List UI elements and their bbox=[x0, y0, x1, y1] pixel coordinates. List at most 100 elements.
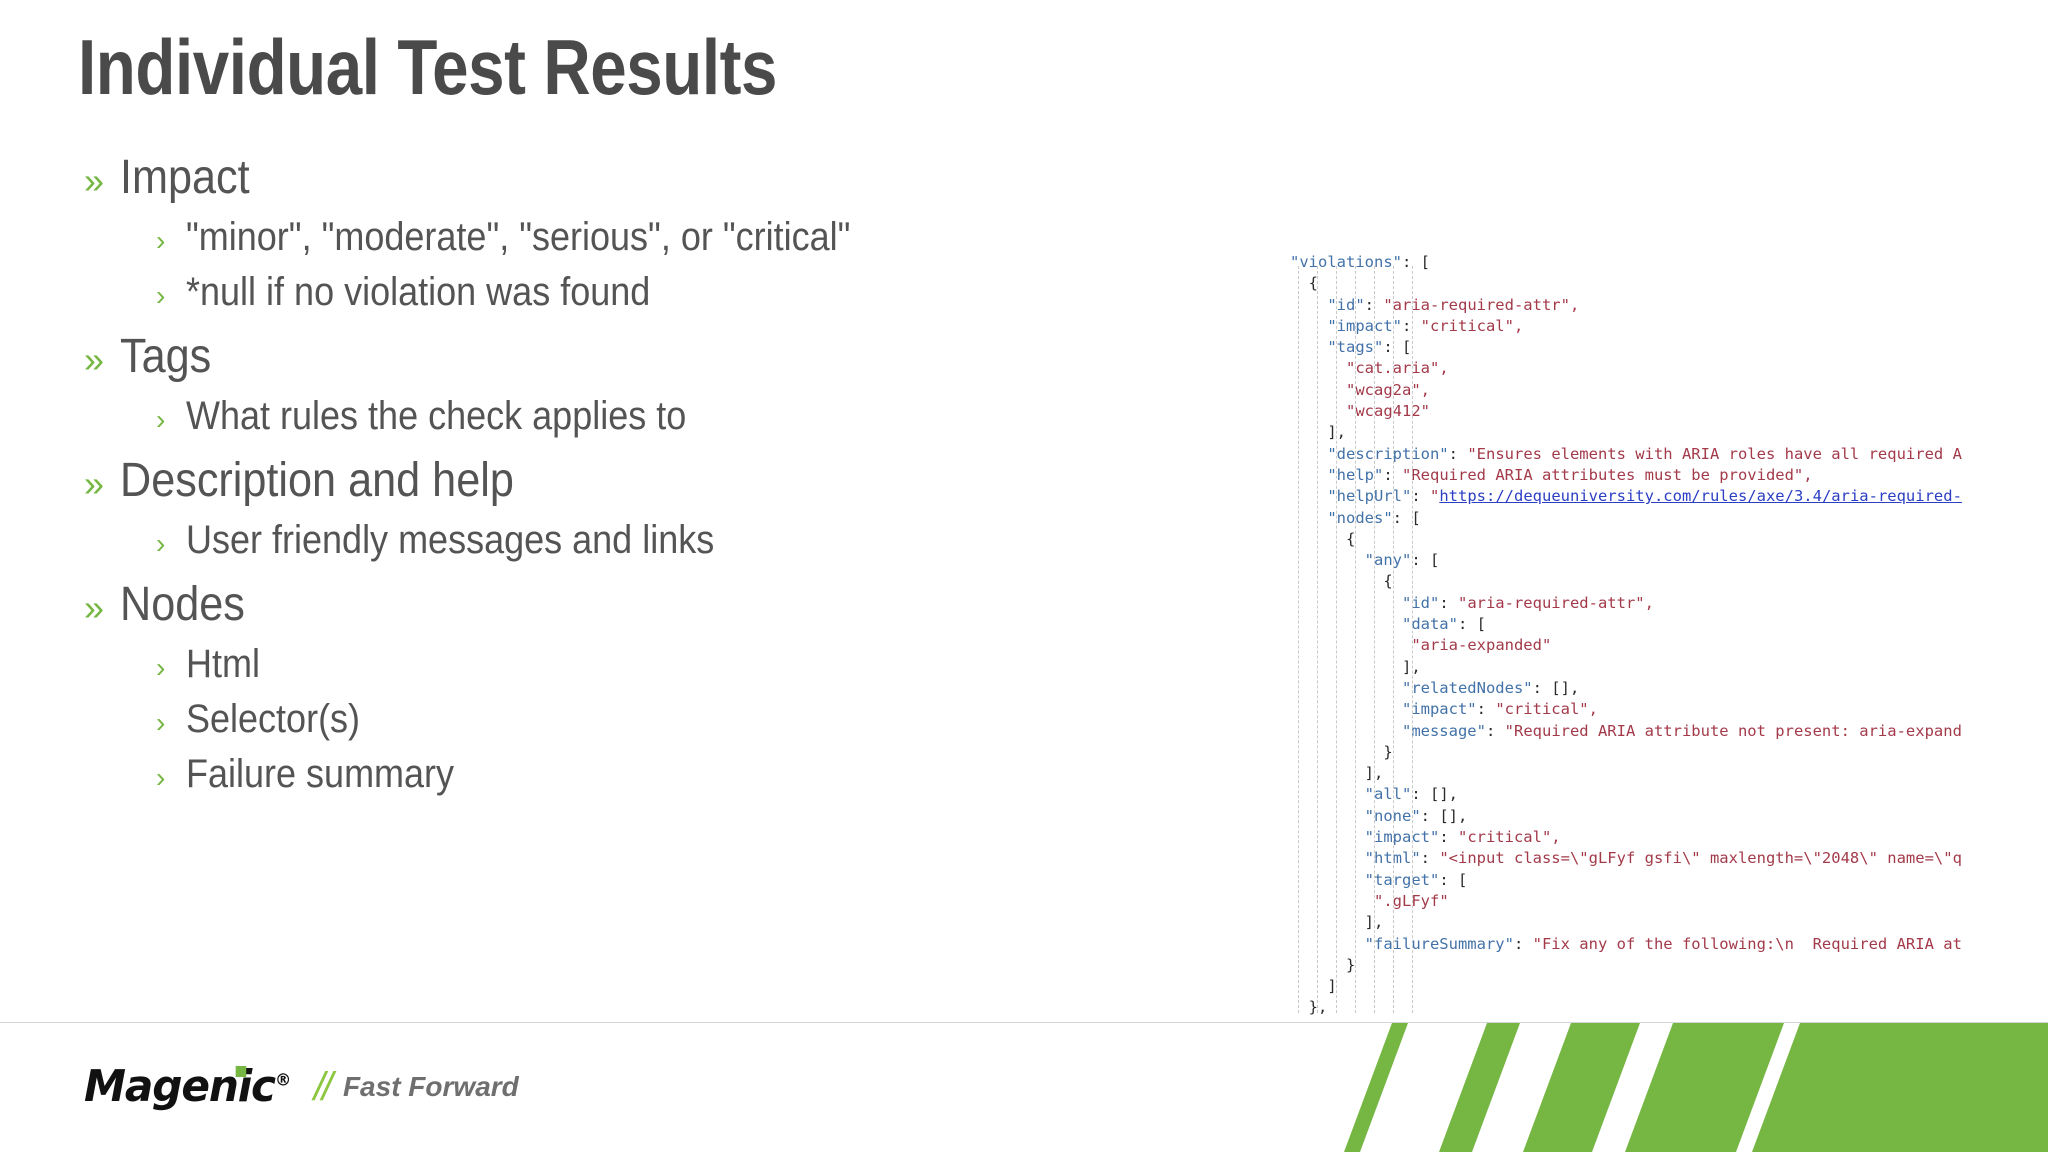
logo-green-dot-icon bbox=[235, 1066, 247, 1077]
json-string-value: "critical", bbox=[1457, 828, 1561, 847]
code-line: "impact": "critical", bbox=[1290, 316, 2048, 337]
single-chevron-bullet-icon: › bbox=[156, 707, 166, 738]
code-line: "any": [ bbox=[1290, 550, 2048, 571]
logo-tagline: Fast Forward bbox=[342, 1071, 519, 1102]
code-line: "nodes": [ bbox=[1290, 508, 2048, 529]
json-key: "impact" bbox=[1401, 700, 1477, 719]
json-punctuation: : bbox=[1476, 700, 1496, 719]
indent-guide-line bbox=[1355, 266, 1356, 1013]
bullet-item-level-1: »Description and help bbox=[84, 453, 944, 508]
code-line: "relatedNodes": [], bbox=[1290, 678, 2048, 699]
single-chevron-bullet-icon: › bbox=[156, 762, 166, 793]
json-key: "impact" bbox=[1364, 828, 1440, 847]
json-string-value: "Ensures elements with ARIA roles have a… bbox=[1467, 444, 1962, 463]
code-line: } bbox=[1290, 955, 2048, 976]
code-line: "all": [], bbox=[1290, 784, 2048, 805]
single-chevron-bullet-icon: › bbox=[156, 280, 166, 311]
registered-trademark-icon: ® bbox=[274, 1070, 291, 1091]
code-line: "id": "aria-required-attr", bbox=[1290, 295, 2048, 316]
logo-separator-icon: // bbox=[313, 1065, 333, 1109]
bullet-item-level-1: »Nodes bbox=[84, 577, 944, 632]
json-key: "violations" bbox=[1290, 253, 1402, 271]
green-stripes-graphic bbox=[1344, 1023, 2048, 1152]
json-punctuation bbox=[1290, 679, 1402, 697]
code-line: "description": "Ensures elements with AR… bbox=[1290, 444, 2048, 465]
code-line: "failureSummary": "Fix any of the follow… bbox=[1290, 934, 2048, 955]
json-string-value: "critical", bbox=[1420, 316, 1524, 335]
code-line: "wcag2a", bbox=[1290, 380, 2048, 401]
magenic-logo: Magenic® // Fast Forward bbox=[84, 1060, 519, 1114]
json-string-value: " bbox=[1430, 487, 1440, 506]
code-line: ], bbox=[1290, 422, 2048, 443]
json-punctuation bbox=[1290, 296, 1327, 314]
bullet-item-level-2: ›Selector(s) bbox=[156, 697, 944, 742]
json-punctuation: : bbox=[1513, 934, 1533, 953]
json-punctuation: : bbox=[1383, 465, 1402, 484]
footer-divider bbox=[0, 1022, 2048, 1023]
json-punctuation: : bbox=[1364, 295, 1384, 314]
code-line: } bbox=[1290, 742, 2048, 763]
bullet-item-level-2: ›Html bbox=[156, 642, 944, 687]
json-string-value: "wcag2a", bbox=[1346, 380, 1430, 399]
indent-guide-line bbox=[1336, 266, 1337, 1013]
bullet-item-level-2: › *null if no violation was found bbox=[156, 270, 944, 315]
slide-footer: 10 bbox=[0, 1023, 2048, 1152]
single-chevron-bullet-icon: › bbox=[156, 528, 166, 559]
code-line: "tags": [ bbox=[1290, 337, 2048, 358]
json-key: "message" bbox=[1401, 721, 1486, 740]
json-punctuation: ], bbox=[1290, 913, 1384, 932]
json-punctuation bbox=[1290, 317, 1327, 335]
code-line: "target": [ bbox=[1290, 870, 2048, 891]
single-chevron-bullet-icon: › bbox=[156, 652, 166, 683]
json-key: "none" bbox=[1364, 806, 1421, 825]
code-line: ".gLFyf" bbox=[1290, 891, 2048, 912]
code-line: "impact": "critical", bbox=[1290, 827, 2048, 848]
bullet-item-level-2: ›What rules the check applies to bbox=[156, 394, 944, 439]
json-punctuation bbox=[1290, 849, 1365, 867]
indent-guide-line bbox=[1393, 266, 1394, 1013]
json-punctuation: : bbox=[1411, 487, 1430, 506]
json-punctuation: : [ bbox=[1439, 870, 1468, 889]
bullet-text: Description and help bbox=[120, 454, 514, 507]
json-punctuation bbox=[1290, 594, 1402, 612]
code-line: "data": [ bbox=[1290, 614, 2048, 635]
bullet-item-level-2: ›User friendly messages and links bbox=[156, 518, 944, 563]
json-key: "all" bbox=[1364, 785, 1412, 804]
json-punctuation: : bbox=[1485, 721, 1505, 740]
bullet-text: *null if no violation was found bbox=[186, 270, 651, 314]
json-punctuation: : bbox=[1401, 316, 1421, 335]
json-string-value: "aria-expanded" bbox=[1411, 636, 1552, 655]
single-chevron-bullet-icon: › bbox=[156, 225, 166, 256]
json-key: "helpUrl" bbox=[1327, 487, 1412, 506]
json-punctuation: : bbox=[1448, 444, 1468, 463]
code-line: "cat.aria", bbox=[1290, 358, 2048, 379]
json-punctuation: ], bbox=[1290, 657, 1421, 676]
json-punctuation bbox=[1290, 722, 1402, 740]
single-chevron-bullet-icon: › bbox=[156, 404, 166, 435]
json-key: "any" bbox=[1364, 551, 1412, 570]
json-punctuation bbox=[1290, 466, 1327, 484]
code-line: ] bbox=[1290, 976, 2048, 997]
code-line: ], bbox=[1290, 912, 2048, 933]
json-punctuation bbox=[1290, 551, 1365, 569]
json-key: "target" bbox=[1364, 870, 1440, 889]
json-punctuation bbox=[1290, 871, 1365, 889]
json-string-value: "Required ARIA attribute not present: ar… bbox=[1504, 721, 1962, 740]
json-punctuation bbox=[1290, 338, 1327, 356]
bullet-item-level-1: » Tags bbox=[84, 329, 944, 384]
json-punctuation bbox=[1290, 935, 1365, 953]
double-chevron-bullet-icon: » bbox=[84, 339, 105, 380]
bullet-text: Tags bbox=[120, 330, 212, 383]
bullet-item-level-1: »Impact bbox=[84, 150, 944, 205]
json-string-value: ".gLFyf" bbox=[1374, 891, 1449, 910]
help-url-link[interactable]: https://dequeuniversity.com/rules/axe/3.… bbox=[1439, 487, 1962, 506]
indent-guide-line bbox=[1412, 266, 1413, 1013]
indent-guide-line bbox=[1374, 266, 1375, 1013]
json-key: "id" bbox=[1401, 593, 1440, 612]
code-line: { bbox=[1290, 529, 2048, 550]
json-punctuation bbox=[1290, 700, 1402, 718]
json-punctuation: : bbox=[1439, 828, 1458, 847]
code-line: ], bbox=[1290, 657, 2048, 678]
json-punctuation: ], bbox=[1290, 764, 1384, 783]
